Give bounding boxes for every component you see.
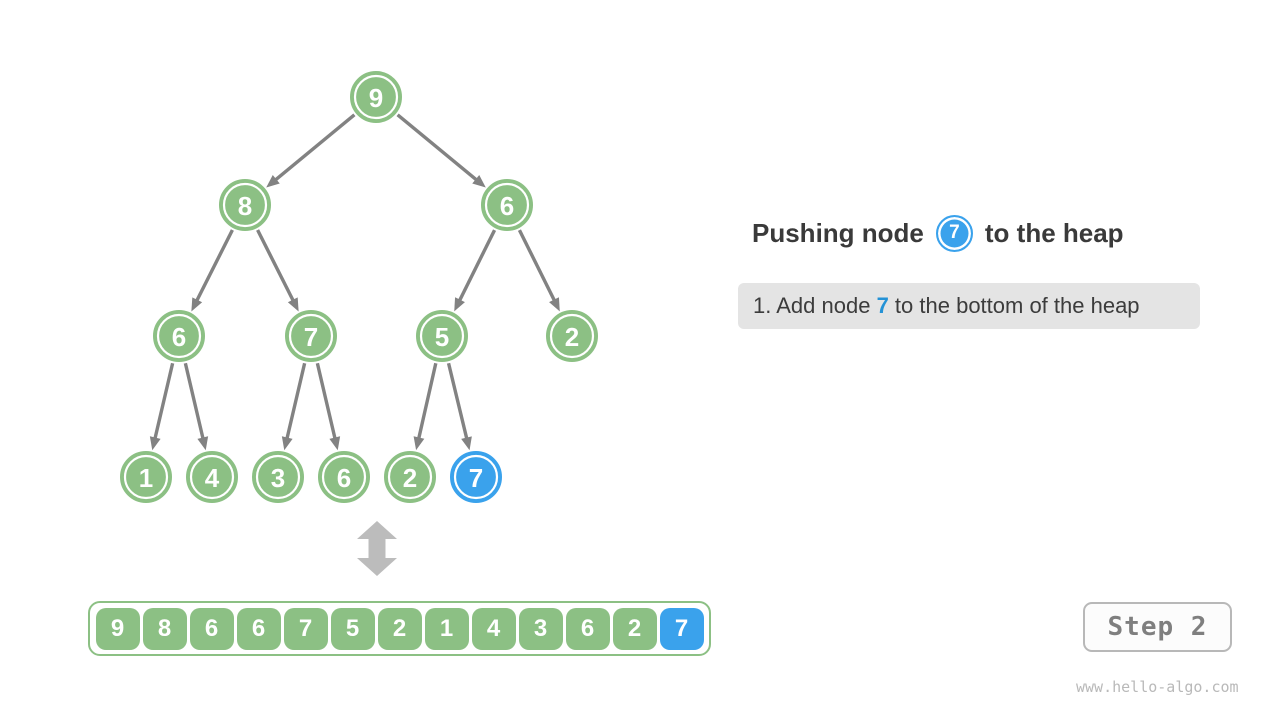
tree-node-value: 1 — [139, 463, 153, 493]
tree-node: 1 — [120, 451, 172, 503]
tree-node-value: 7 — [469, 463, 483, 493]
tree-node: 2 — [384, 451, 436, 503]
array-cell: 7 — [283, 607, 328, 650]
array-cell: 5 — [330, 607, 375, 650]
note-text-before: 1. Add node — [753, 293, 877, 318]
tree-edge-arrowhead — [197, 436, 209, 451]
tree-edge-arrowhead — [149, 436, 161, 451]
tree-node-value: 4 — [205, 463, 220, 493]
tree-node-value: 9 — [369, 83, 383, 113]
tree-edge-arrowhead — [191, 297, 203, 312]
array-cell: 2 — [612, 607, 657, 650]
array-cell: 3 — [518, 607, 563, 650]
array-cell: 4 — [471, 607, 516, 650]
note-highlight-value: 7 — [876, 293, 889, 318]
heap-tree-diagram: 9 8 6 6 7 5 2 1 4 3 6 2 7 — [120, 71, 598, 576]
tree-edge — [183, 362, 205, 440]
tree-node: 2 — [546, 310, 598, 362]
tree-node-value: 7 — [304, 322, 318, 352]
title-text-after: to the heap — [984, 217, 1124, 248]
tree-edge-arrowhead — [461, 436, 472, 451]
step-note-box: 1. Add node 7 to the bottom of the heap — [738, 283, 1200, 329]
tree-edge — [396, 113, 479, 182]
tree-edge — [256, 229, 296, 303]
array-cell: 1 — [424, 607, 469, 650]
tree-edge-arrowhead — [287, 297, 299, 312]
note-text-after: to the bottom of the heap — [888, 293, 1140, 318]
tree-node-value: 6 — [172, 322, 186, 352]
tree-node-value: 3 — [271, 463, 285, 493]
tree-edge — [194, 229, 234, 303]
tree-edge — [517, 229, 557, 303]
tree-edge — [273, 113, 356, 182]
title-text-before: Pushing node — [752, 217, 924, 248]
tree-edge — [285, 362, 307, 440]
tree-node: 4 — [186, 451, 238, 503]
tree-edge — [416, 362, 438, 440]
step-button[interactable]: Step 2 — [1083, 602, 1232, 652]
tree-node: 5 — [416, 310, 468, 362]
tree-edge-arrowhead — [549, 297, 560, 312]
tree-edge — [153, 362, 175, 440]
tree-node-value: 5 — [435, 322, 449, 352]
tree-node-value: 6 — [337, 463, 351, 493]
tree-node-value: 2 — [565, 322, 579, 352]
double-arrow-icon — [357, 521, 397, 576]
tree-node-value: 2 — [403, 463, 417, 493]
array-cell: 6 — [565, 607, 610, 650]
array-cell: 6 — [189, 607, 234, 650]
tree-node: 6 — [318, 451, 370, 503]
title-node-value: 7 — [949, 222, 960, 243]
tree-node: 9 — [350, 71, 402, 123]
figure-title: Pushing node 7 to the heap — [752, 213, 1124, 253]
title-node-badge: 7 — [935, 214, 973, 252]
tree-node: 7 — [285, 310, 337, 362]
tree-node: 3 — [252, 451, 304, 503]
array-cell: 9 — [95, 607, 140, 650]
tree-edge-arrowhead — [329, 436, 341, 451]
tree-edge-arrowhead — [281, 436, 293, 451]
tree-node-value: 6 — [500, 191, 514, 221]
array-cell: 8 — [142, 607, 187, 650]
tree-node: 7 — [450, 451, 502, 503]
tree-edge-arrowhead — [413, 436, 425, 451]
tree-node: 6 — [153, 310, 205, 362]
tree-node-value: 8 — [238, 191, 252, 221]
tree-node: 6 — [481, 179, 533, 231]
tree-edge — [315, 362, 337, 440]
watermark: www.hello-algo.com — [1076, 678, 1239, 696]
tree-edge-arrowhead — [472, 174, 486, 188]
array-cell: 2 — [377, 607, 422, 650]
tree-edge — [446, 362, 469, 440]
tree-node: 8 — [219, 179, 271, 231]
tree-edge-arrowhead — [266, 174, 280, 188]
tree-edge-arrowhead — [454, 297, 465, 312]
array-cell: 7 — [659, 607, 704, 650]
tree-edge — [457, 229, 497, 303]
array-cell: 6 — [236, 607, 281, 650]
